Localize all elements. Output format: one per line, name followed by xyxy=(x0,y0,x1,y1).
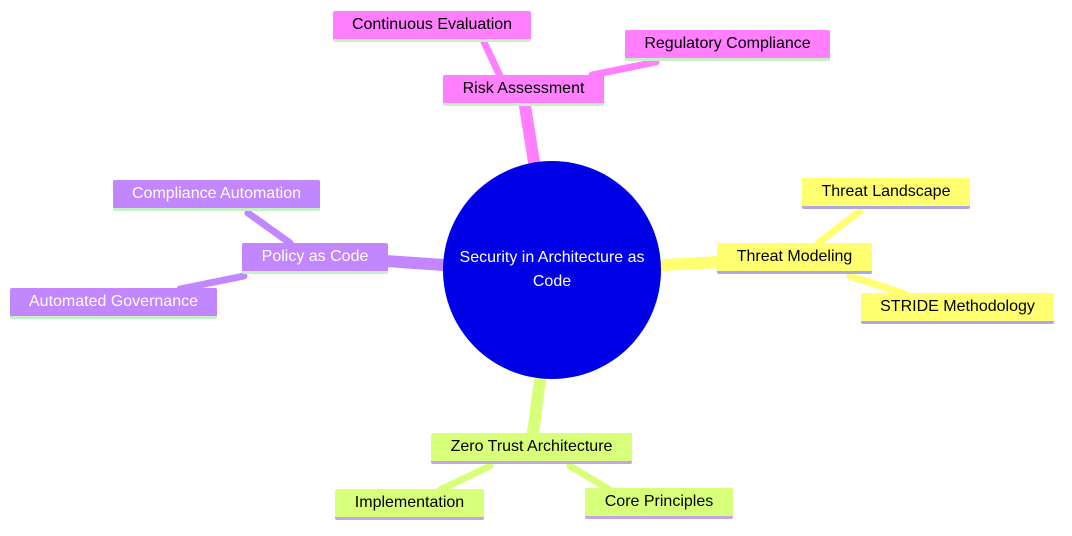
edge-threat-landscape xyxy=(814,207,864,247)
node-threat-landscape[interactable]: Threat Landscape xyxy=(802,178,970,209)
implementation-label: Implementation xyxy=(354,494,465,511)
edge-root-policy xyxy=(380,255,450,271)
node-policy-as-code[interactable]: Policy as Code xyxy=(242,243,388,274)
edge-risk-continuous xyxy=(480,38,504,80)
risk-assessment-label: Risk Assessment xyxy=(462,80,585,97)
core-principles-label: Core Principles xyxy=(604,493,714,510)
root-node[interactable]: Security in Architecture as Code xyxy=(443,161,661,379)
node-risk-assessment[interactable]: Risk Assessment xyxy=(443,75,604,106)
node-threat-modeling[interactable]: Threat Modeling xyxy=(717,243,872,274)
node-regulatory-compliance[interactable]: Regulatory Compliance xyxy=(625,30,830,61)
edge-zerotrust-core xyxy=(566,462,614,494)
node-stride-methodology[interactable]: STRIDE Methodology xyxy=(861,293,1054,324)
edge-threat-stride xyxy=(846,272,909,298)
root-label: Security in Architecture as Code xyxy=(459,249,645,290)
node-zero-trust-architecture[interactable]: Zero Trust Architecture xyxy=(431,433,632,464)
edge-root-zerotrust xyxy=(527,374,546,439)
zero-trust-architecture-label: Zero Trust Architecture xyxy=(450,438,613,455)
policy-as-code-label: Policy as Code xyxy=(261,248,369,265)
threat-landscape-label: Threat Landscape xyxy=(821,183,951,200)
compliance-automation-label: Compliance Automation xyxy=(132,185,301,202)
edge-risk-regulatory xyxy=(588,58,660,79)
edge-zerotrust-implementation xyxy=(436,462,494,494)
threat-modeling-label: Threat Modeling xyxy=(736,248,853,265)
edge-policy-compliance xyxy=(244,209,294,247)
node-automated-governance[interactable]: Automated Governance xyxy=(10,288,217,319)
stride-methodology-label: STRIDE Methodology xyxy=(880,298,1035,315)
edge-policy-governance xyxy=(176,272,248,293)
node-continuous-evaluation[interactable]: Continuous Evaluation xyxy=(333,11,531,42)
edge-root-threat xyxy=(656,256,724,271)
node-core-principles[interactable]: Core Principles xyxy=(585,488,733,519)
edge-root-risk xyxy=(519,100,540,168)
regulatory-compliance-label: Regulatory Compliance xyxy=(644,35,811,52)
node-compliance-automation[interactable]: Compliance Automation xyxy=(113,180,320,211)
automated-governance-label: Automated Governance xyxy=(29,293,198,310)
node-implementation[interactable]: Implementation xyxy=(335,489,484,520)
continuous-evaluation-label: Continuous Evaluation xyxy=(351,16,513,33)
